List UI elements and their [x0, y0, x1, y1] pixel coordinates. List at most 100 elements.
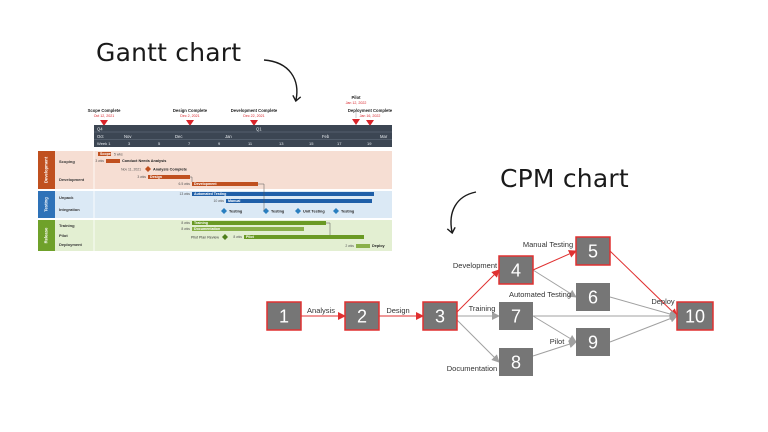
manual-testing-bar [226, 199, 372, 203]
node-label: 5 [588, 242, 598, 262]
task-duration: 3 wks [137, 175, 146, 179]
task-label: Manual [228, 199, 240, 203]
edge-4-5 [532, 250, 577, 271]
analysis-complete-diamond [145, 166, 151, 172]
week-number: 19 [367, 141, 372, 146]
node-1 [266, 301, 302, 331]
node-10 [676, 301, 714, 331]
task-label: Scope [100, 152, 111, 156]
node-2 [344, 301, 380, 331]
gantt-chart-title: Gantt chart [96, 38, 242, 67]
swimlane-name: Testing [44, 197, 49, 212]
dependency-line [190, 176, 193, 182]
testing-diamond [333, 208, 339, 214]
milestone-date: Dec 2, 2021 [180, 114, 199, 118]
milestone-marker [100, 120, 108, 126]
edge-label: Deploy [651, 297, 675, 306]
week-number: 11 [248, 141, 253, 146]
edge-label: Analysis [307, 306, 335, 315]
milestone-task-label: Analysis Complete [153, 167, 187, 171]
week-number: 5 [158, 141, 161, 146]
node-label: 8 [511, 353, 521, 373]
week-number: 7 [188, 141, 191, 146]
task-duration: 6.5 wks [179, 182, 191, 186]
node-label: 4 [511, 261, 521, 281]
task-duration: 13 wks [179, 192, 190, 196]
week-number: 9 [218, 141, 221, 146]
node-label: 2 [357, 307, 367, 327]
swimlane-name: Release [44, 227, 49, 244]
edge-label: Development [453, 261, 498, 270]
task-label: Training [194, 221, 208, 225]
edge-3-8 [456, 319, 500, 363]
milestone-date: Jan 16, 2022 [360, 114, 381, 118]
row-label: Training [59, 223, 75, 228]
gantt-header [94, 125, 392, 147]
node-label: 7 [511, 307, 521, 327]
design-bar [148, 175, 190, 179]
swimlane-name: Development [44, 156, 49, 183]
milestone-marker [366, 120, 374, 126]
row-label: Scoping [59, 159, 75, 164]
task-label: Development [194, 182, 217, 186]
task-duration: 2 wks [345, 244, 354, 248]
milestone-task-label: Testing [229, 209, 243, 213]
node-7 [499, 302, 533, 330]
task-duration: 10 wks [213, 199, 224, 203]
needs-analysis-bar [106, 159, 120, 163]
swimlane-band [38, 151, 55, 189]
node-3 [422, 301, 458, 331]
row-label: Unpack [59, 195, 74, 200]
month-label: Mar [380, 134, 388, 139]
automated-testing-bar [192, 192, 374, 196]
documentation-bar [192, 227, 304, 231]
node-label: 6 [588, 288, 598, 308]
milestone-label: Development Complete [231, 108, 278, 113]
node-4 [498, 255, 534, 285]
edge-5-10 [609, 250, 678, 317]
task-duration: 3 wks [95, 159, 104, 163]
task-label: Documentation [194, 227, 220, 231]
task-label: Pilot Plan Review [191, 235, 219, 239]
milestone-task-label: Unit Testing [303, 209, 325, 213]
pilot-bar [244, 235, 364, 239]
milestone-date: Jan 12, 2022 [346, 101, 367, 105]
edge-4-6 [532, 269, 577, 298]
task-label: Deploy [372, 244, 386, 248]
edge-label: Manual Testing [523, 240, 573, 249]
edge-3-4 [456, 269, 500, 313]
node-label: 9 [588, 333, 598, 353]
milestone-task-label: Testing [271, 209, 285, 213]
month-label: Dec [175, 134, 182, 139]
month-label: Oct [97, 134, 104, 139]
task-label: Conduct Needs Analysis [122, 159, 166, 163]
node-label: 3 [435, 307, 445, 327]
task-duration: 8 wks [181, 227, 190, 231]
task-duration: Nov 11, 2021 [121, 167, 141, 171]
task-duration: 8 wks [233, 235, 242, 239]
week-number: 17 [337, 141, 342, 146]
dependency-line [326, 222, 331, 235]
training-bar [192, 221, 326, 225]
edge-6-10 [609, 296, 678, 318]
month-label: Feb [322, 134, 330, 139]
deploy-bar [356, 244, 370, 248]
dependency-line [258, 183, 265, 211]
milestone-date: Oct 12, 2021 [94, 114, 115, 118]
milestone-task-label: Testing [341, 209, 355, 213]
week-number: 15 [309, 141, 314, 146]
testing-diamond [263, 208, 269, 214]
node-5 [575, 236, 611, 266]
week-number: 3 [128, 141, 131, 146]
node-6 [576, 283, 610, 311]
node-8 [499, 348, 533, 376]
task-label: Pilot [246, 235, 255, 239]
month-label: Jan [225, 134, 232, 139]
row-label: Integration [59, 207, 80, 212]
testing-diamond [295, 208, 301, 214]
edge-label: Pilot [550, 337, 566, 346]
milestone-label: Pilot [351, 95, 361, 100]
